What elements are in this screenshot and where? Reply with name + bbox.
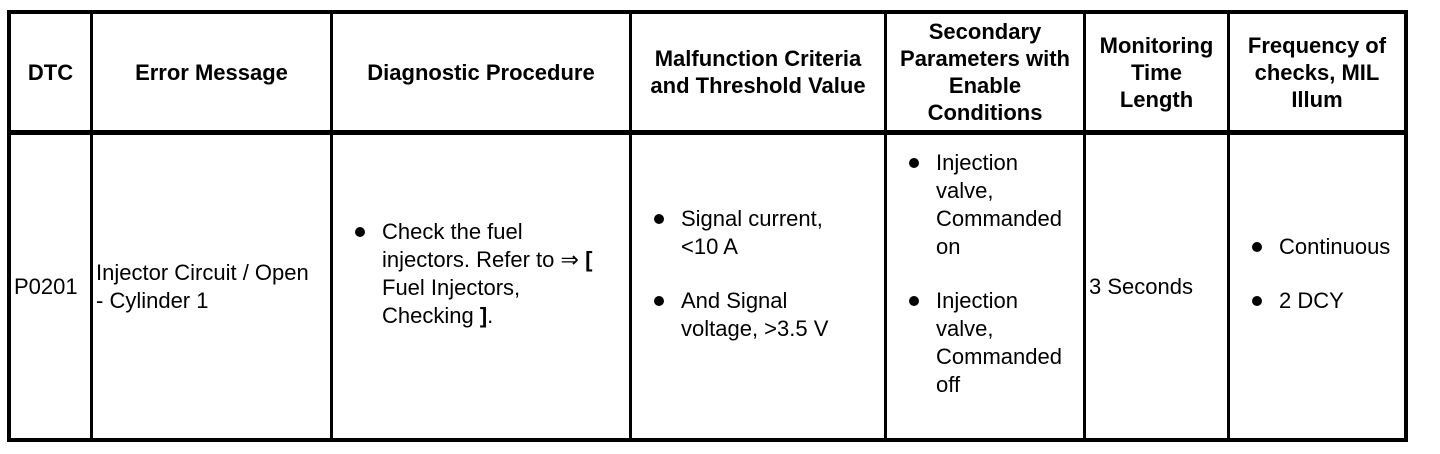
malfunction-criterion-1: Signal current, <10 A [681, 205, 823, 259]
bullet-icon [1252, 241, 1262, 252]
reference-link-text: Fuel Injectors, Checking [382, 274, 521, 328]
column-frequency: Frequency of checks, MIL Illum Continuou… [1230, 14, 1404, 438]
header-cell-secondary-parameters: Secondary Parameters with Enable Conditi… [887, 14, 1083, 135]
header-cell-frequency: Frequency of checks, MIL Illum [1230, 14, 1404, 135]
reference-bracket-open: [ [585, 246, 593, 272]
column-secondary-parameters: Secondary Parameters with Enable Conditi… [887, 14, 1086, 438]
bullet-icon [355, 226, 365, 237]
secondary-parameter-2: Injection valve, Commanded off [936, 287, 1062, 397]
diagnostic-text-after: . [487, 302, 494, 328]
header-cell-error-message: Error Message [93, 14, 330, 135]
frequency-list: Continuous 2 DCY [1230, 233, 1394, 341]
reference-bracket-close: ] [479, 302, 488, 328]
malfunction-criterion-2: And Signal voltage, >3.5 V [681, 287, 829, 341]
list-item: 2 DCY [1252, 287, 1390, 315]
diagnostic-procedure-list: Check the fuel injectors. Refer to ⇒ [ F… [333, 218, 596, 356]
column-diagnostic-procedure: Diagnostic Procedure Check the fuel inje… [333, 14, 632, 438]
header-cell-diagnostic-procedure: Diagnostic Procedure [333, 14, 629, 135]
malfunction-criteria-list: Signal current, <10 A And Signal voltage… [632, 205, 832, 369]
bullet-icon [1252, 295, 1262, 306]
list-item: Injection valve, Commanded off [909, 287, 1062, 399]
dtc-table: DTC P0201 Error Message Injector Circuit… [7, 10, 1408, 442]
column-malfunction-criteria: Malfunction Criteria and Threshold Value… [632, 14, 887, 438]
header-cell-dtc: DTC [11, 14, 90, 135]
list-item: Signal current, <10 A [654, 205, 828, 261]
dtc-code: P0201 [14, 273, 78, 299]
frequency-item-1: Continuous [1279, 233, 1391, 259]
cell-diagnostic-procedure: Check the fuel injectors. Refer to ⇒ [ F… [333, 135, 629, 438]
list-item: And Signal voltage, >3.5 V [654, 287, 828, 343]
diagnostic-text-before: Check the fuel injectors. Refer to ⇒ [382, 218, 579, 272]
header-cell-monitoring-time: Monitoring Time Length [1086, 14, 1227, 135]
bullet-icon [654, 295, 664, 306]
list-item: Injection valve, Commanded on [909, 149, 1062, 261]
secondary-parameters-list: Injection valve, Commanded on Injection … [887, 149, 1066, 425]
cell-monitoring-time: 3 Seconds [1086, 135, 1227, 438]
cell-error-message: Injector Circuit / Open - Cylinder 1 [93, 135, 330, 438]
header-cell-malfunction-criteria: Malfunction Criteria and Threshold Value [632, 14, 884, 135]
cell-secondary-parameters: Injection valve, Commanded on Injection … [887, 135, 1083, 438]
monitoring-time-value: 3 Seconds [1089, 273, 1193, 299]
bullet-icon [909, 295, 919, 306]
error-message-text: Injector Circuit / Open - Cylinder 1 [96, 259, 309, 313]
cell-malfunction-criteria: Signal current, <10 A And Signal voltage… [632, 135, 884, 438]
column-monitoring-time: Monitoring Time Length 3 Seconds [1086, 14, 1230, 438]
secondary-parameter-1: Injection valve, Commanded on [936, 149, 1062, 259]
list-item: Continuous [1252, 233, 1390, 261]
diagnostic-procedure-text: Check the fuel injectors. Refer to ⇒ [ F… [382, 218, 592, 330]
list-item: Check the fuel injectors. Refer to ⇒ [ F… [355, 218, 592, 330]
cell-frequency: Continuous 2 DCY [1230, 135, 1404, 438]
bullet-icon [909, 157, 919, 168]
bullet-icon [654, 213, 664, 224]
column-dtc: DTC P0201 [11, 14, 93, 438]
column-error-message: Error Message Injector Circuit / Open - … [93, 14, 333, 438]
frequency-item-2: 2 DCY [1279, 287, 1344, 313]
cell-dtc: P0201 [11, 135, 90, 438]
